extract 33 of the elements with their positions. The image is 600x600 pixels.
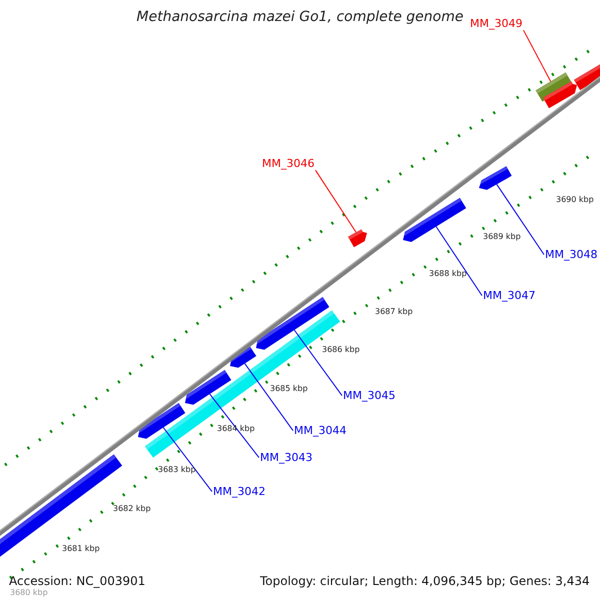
leader-line — [209, 394, 260, 458]
gene-label: MM_3043 — [260, 451, 312, 464]
tick-label: 3687 kbp — [375, 308, 413, 316]
leader-line — [162, 427, 212, 492]
gene-feature — [348, 229, 367, 248]
leader-line — [436, 226, 482, 296]
leader-line — [244, 363, 294, 432]
tick-label: 3681 kbp — [62, 545, 100, 553]
leader-line — [496, 184, 544, 256]
tick-label: 3680 kbp — [10, 589, 48, 597]
tick-label: 3690 kbp — [556, 196, 594, 204]
leader-line — [522, 30, 552, 82]
accession-text: Accession: NC_003901 — [9, 574, 146, 588]
gene-label: MM_3049 — [470, 17, 522, 30]
leader-line — [294, 330, 342, 396]
gene-label: MM_3047 — [483, 289, 536, 302]
gene-label: MM_3042 — [213, 485, 266, 498]
tick-label: 3688 kbp — [429, 270, 467, 278]
gene-label: MM_3048 — [545, 248, 598, 262]
gene-feature — [479, 166, 512, 190]
tick-label: 3682 kbp — [113, 505, 151, 513]
genome-backbone — [0, 76, 600, 536]
gene-label: MM_3045 — [343, 389, 396, 402]
tick-label: 3686 kbp — [322, 346, 360, 354]
leader-line — [314, 170, 357, 233]
gene-label: MM_3046 — [262, 157, 314, 170]
gene-label: MM_3044 — [294, 424, 346, 438]
tick-label: 3685 kbp — [270, 385, 308, 393]
tick-label: 3683 kbp — [158, 466, 196, 474]
tick-label: 3684 kbp — [217, 425, 255, 433]
title: Methanosarcina mazei Go1, complete genome — [136, 9, 464, 25]
tick-label: 3689 kbp — [483, 233, 521, 241]
genome-info-text: Topology: circular; Length: 4,096,345 bp; Genes: 3,434 — [260, 574, 590, 588]
